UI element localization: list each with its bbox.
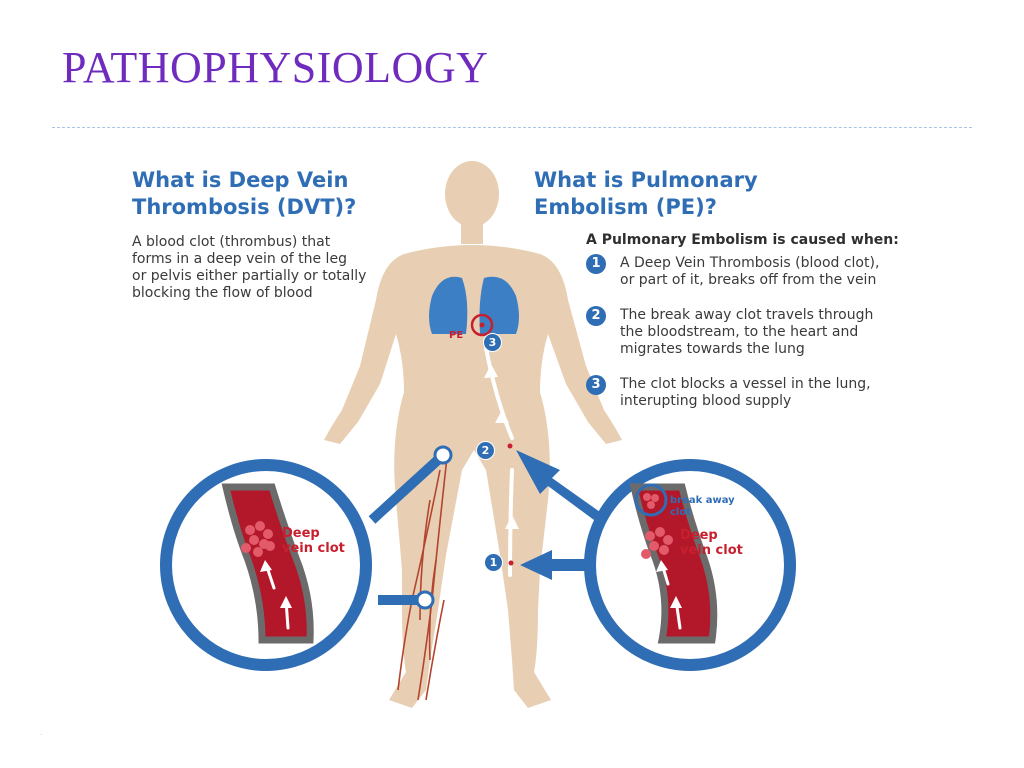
pe-heading-line-2: Embolism (PE)? [534,195,717,219]
pe-clot-dot [479,322,485,328]
pe-step-line: or part of it, breaks off from the vein [620,272,877,288]
right-clot-label-1: Deep [680,528,718,543]
breakaway-label-1: break away [670,495,735,506]
step-number-badge: 1 [586,254,606,274]
pe-step-line: the bloodstream, to the heart and [620,324,859,340]
pe-label: PE [449,330,464,341]
footnote-mark: · [40,732,42,738]
pe-step-line: interupting blood supply [620,393,792,409]
migration-arrowheads [484,364,519,529]
left-magnifier [160,459,372,671]
left-connector-node-top [433,445,453,465]
human-body-silhouette [324,161,622,708]
pe-caused-when: A Pulmonary Embolism is caused when: [586,232,899,248]
right-clot-label-2: vein clot [680,543,743,558]
pe-clot-circle [470,313,494,337]
left-connectors [368,454,444,605]
left-clot-label-1: Deep [282,526,320,541]
clot-dot-2 [507,443,513,449]
dvt-heading-line-1: What is Deep Vein [132,168,349,192]
right-arrows [516,450,600,580]
breakaway-label-2: clot [670,507,692,518]
step-number-badge: 2 [586,306,606,326]
pe-step-line: The break away clot travels through [620,307,874,323]
right-magnifier [584,459,796,671]
marker-2: 2 [476,441,495,460]
marker-3: 3 [483,333,502,352]
left-connector-node-bottom [415,590,435,610]
marker-1: 1 [484,553,503,572]
left-clot-label-2: vein clot [282,541,345,556]
dvt-desc-line: A blood clot (thrombus) that [132,234,331,250]
title-divider [52,127,972,128]
pe-heading-line-1: What is Pulmonary [534,168,758,192]
pe-step-line: migrates towards the lung [620,341,805,357]
dvt-desc-line: forms in a deep vein of the leg [132,251,347,267]
dvt-heading-line-2: Thrombosis (DVT)? [132,195,357,219]
clot-dot-1 [508,560,514,566]
dvt-desc-line: or pelvis either partially or totally [132,268,367,284]
dvt-desc-line: blocking the flow of blood [132,285,313,301]
pe-step-line: A Deep Vein Thrombosis (blood clot), [620,255,880,271]
step-number-badge: 3 [586,375,606,395]
slide-title: PATHOPHYSIOLOGY [62,43,489,92]
pe-step-line: The clot blocks a vessel in the lung, [620,376,871,392]
